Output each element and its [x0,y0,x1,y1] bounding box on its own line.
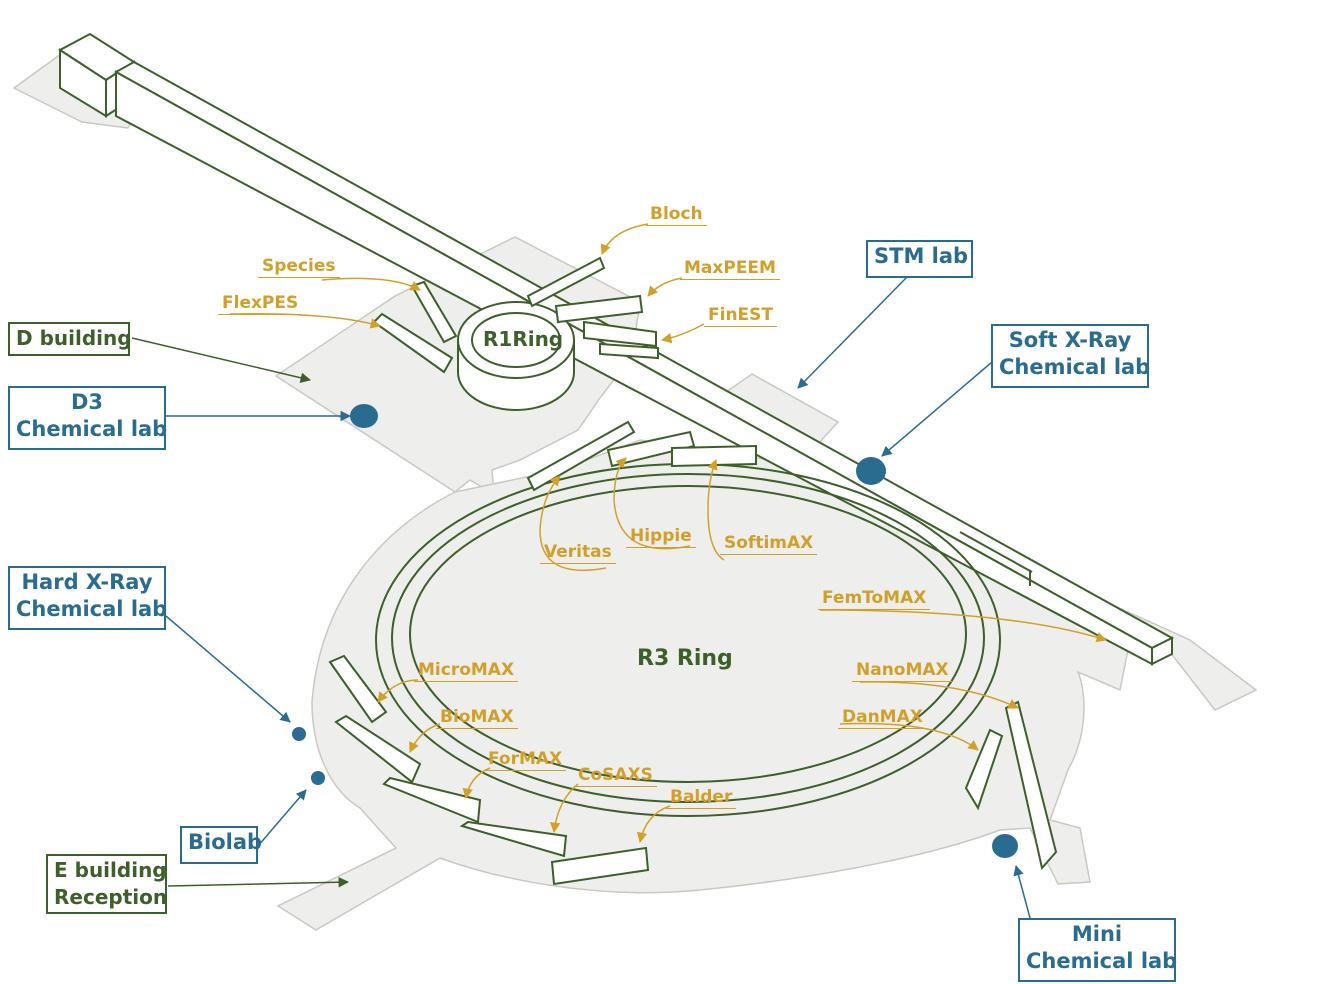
d3-lab-label: D3 Chemical lab [8,386,168,450]
hard-xray-lab-dot [292,727,306,741]
r3-beamlines [328,420,1058,886]
hard-xray-line2: Chemical lab [16,597,168,621]
lab-leaders [165,275,1031,919]
d3-lab-dot [350,404,378,428]
beamline-balder: Balder [666,787,737,809]
beamline-cosaxs: CoSAXS [574,765,657,787]
soft-xray-lab-label: Soft X-Ray Chemical lab [991,324,1151,388]
beamline-flexpes: FlexPES [218,293,303,315]
beamline-biomax: BioMAX [436,707,518,729]
d3-line2: Chemical lab [16,417,168,441]
d3-line1: D3 [70,390,104,414]
biolab-text: Biolab [188,830,263,854]
hard-xray-lab-label: Hard X-Ray Chemical lab [8,566,168,630]
e-building-line1: E building [54,858,167,882]
mini-line2: Chemical lab [1026,949,1178,973]
r1-ring-label: R1Ring [483,327,564,351]
biolab-label: Biolab [180,826,263,864]
d-building-label: D building [8,322,132,356]
r1-beamlines [372,256,659,374]
r3-floor [276,439,1258,931]
r1-ring [457,301,575,411]
beamline-formax: ForMAX [484,749,567,771]
beamline-bloch: Bloch [646,204,707,226]
beamline-micromax: MicroMAX [414,660,519,682]
e-building-label: E building Reception [46,854,167,914]
mini-line1: Mini [1071,922,1123,946]
beamline-veritas: Veritas [540,542,616,564]
stm-lab-text: STM lab [874,244,969,268]
beamline-finest: FinEST [704,305,777,327]
mini-lab-label: Mini Chemical lab [1018,918,1178,982]
beamline-danmax: DanMAX [838,707,927,729]
beamline-species: Species [258,256,340,278]
soft-xray-line2: Chemical lab [999,355,1151,379]
e-building-line2: Reception [54,885,168,909]
soft-xray-lab-dot [856,457,886,485]
beamline-nanomax: NanoMAX [852,660,953,682]
floor-plan [12,35,1258,931]
beamline-softimax: SoftimAX [720,533,818,555]
stm-lab-label: STM lab [866,240,973,278]
beamline-femtomax: FemToMAX [818,588,931,610]
building-leaders [131,337,350,888]
hard-xray-line1: Hard X-Ray [21,570,153,594]
soft-xray-line1: Soft X-Ray [1008,328,1132,352]
d-building-text: D building [16,326,132,350]
mini-lab-dot [992,834,1018,858]
biolab-dot [311,771,325,785]
beamline-hippie: Hippie [626,526,696,548]
r3-ring-label: R3 Ring [637,646,733,671]
lab-locations [292,404,1018,858]
beamline-maxpeem: MaxPEEM [680,258,780,280]
